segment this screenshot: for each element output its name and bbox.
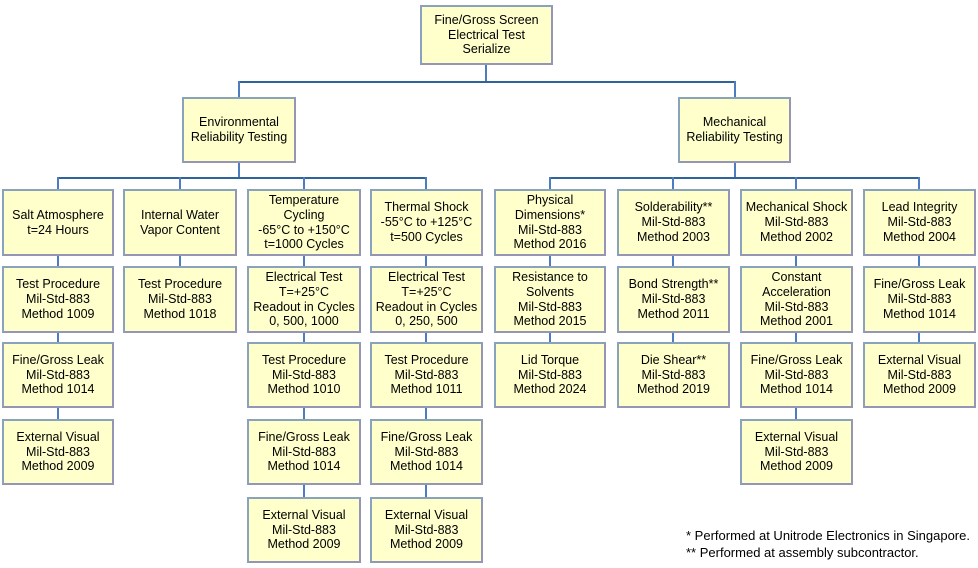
connector-stub [795, 333, 797, 342]
node-salt-atmosphere: Salt Atmosphere t=24 Hours [2, 189, 114, 256]
footnote-singapore: * Performed at Unitrode Electronics in S… [686, 528, 970, 543]
connector-stub [672, 333, 674, 342]
node-environmental-reliability-testing: Environmental Reliability Testing [182, 97, 296, 163]
node-mechanical-reliability-testing: Mechanical Reliability Testing [678, 97, 791, 163]
node-fine-gross-leak-1014: Fine/Gross Leak Mil-Std-883 Method 1014 [863, 266, 976, 333]
connector-stub [425, 408, 427, 419]
connector-stub [425, 256, 427, 266]
node-electrical-test-cycles-500: Electrical Test T=+25°C Readout in Cycle… [370, 266, 483, 333]
connector-env-bus-drop [179, 177, 181, 189]
node-solderability-2003: Solderability** Mil-Std-883 Method 2003 [617, 189, 730, 256]
connector-mech-bus-drop [918, 177, 920, 189]
connector-env-bus-drop [57, 177, 59, 189]
node-external-visual-2009: External Visual Mil-Std-883 Method 2009 [863, 342, 976, 408]
connector-stub [57, 408, 59, 419]
node-test-procedure-1009: Test Procedure Mil-Std-883 Method 1009 [2, 266, 114, 333]
node-external-visual-2009: External Visual Mil-Std-883 Method 2009 [247, 497, 361, 563]
node-thermal-shock: Thermal Shock -55°C to +125°C t=500 Cycl… [370, 189, 483, 256]
node-resistance-to-solvents-2015: Resistance to Solvents Mil-Std-883 Metho… [494, 266, 606, 333]
connector-top-bus [238, 81, 736, 83]
connector-stub [303, 256, 305, 266]
connector-env-bus [57, 177, 427, 179]
connector-mech-bus-drop [795, 177, 797, 189]
connector-stub [57, 333, 59, 342]
node-lid-torque-2024: Lid Torque Mil-Std-883 Method 2024 [494, 342, 606, 408]
connector-stub [179, 256, 181, 266]
node-electrical-test-cycles-1000: Electrical Test T=+25°C Readout in Cycle… [247, 266, 361, 333]
node-fine-gross-leak-1014: Fine/Gross Leak Mil-Std-883 Method 1014 [370, 419, 483, 485]
node-internal-water-vapor: Internal Water Vapor Content [123, 189, 237, 256]
connector-stub [303, 485, 305, 497]
connector-mech-bus-drop [672, 177, 674, 189]
connector-env-bus-drop [425, 177, 427, 189]
connector-stub [918, 256, 920, 266]
connector-stub [918, 333, 920, 342]
node-external-visual-2009: External Visual Mil-Std-883 Method 2009 [370, 497, 483, 563]
connector-stub [57, 256, 59, 266]
node-die-shear-2019: Die Shear** Mil-Std-883 Method 2019 [617, 342, 730, 408]
node-temperature-cycling: Temperature Cycling -65°C to +150°C t=10… [247, 189, 361, 256]
connector-root-stub [485, 65, 487, 81]
connector-env-bus-drop [303, 177, 305, 189]
node-test-procedure-1011: Test Procedure Mil-Std-883 Method 1011 [370, 342, 483, 408]
connector-stub [549, 333, 551, 342]
connector-stub [795, 256, 797, 266]
connector-stub [425, 485, 427, 497]
node-root-serialize: Fine/Gross Screen Electrical Test Serial… [420, 5, 553, 65]
node-fine-gross-leak-1014: Fine/Gross Leak Mil-Std-883 Method 1014 [2, 342, 114, 408]
connector-stub [303, 408, 305, 419]
node-fine-gross-leak-1014: Fine/Gross Leak Mil-Std-883 Method 1014 [740, 342, 853, 408]
node-external-visual-2009: External Visual Mil-Std-883 Method 2009 [740, 419, 853, 485]
connector-stub [549, 256, 551, 266]
node-fine-gross-leak-1014: Fine/Gross Leak Mil-Std-883 Method 1014 [247, 419, 361, 485]
connector-stub [672, 256, 674, 266]
node-bond-strength-2011: Bond Strength** Mil-Std-883 Method 2011 [617, 266, 730, 333]
connector-env-branch-stub [238, 163, 240, 177]
node-test-procedure-1010: Test Procedure Mil-Std-883 Method 1010 [247, 342, 361, 408]
node-external-visual-2009: External Visual Mil-Std-883 Method 2009 [2, 419, 114, 485]
connector-mech-branch-stub [734, 163, 736, 177]
node-lead-integrity-2004: Lead Integrity Mil-Std-883 Method 2004 [863, 189, 976, 256]
connector-mech-drop [734, 81, 736, 97]
connector-mech-bus-drop [549, 177, 551, 189]
connector-stub [303, 333, 305, 342]
node-test-procedure-1018: Test Procedure Mil-Std-883 Method 1018 [123, 266, 237, 333]
footnote-subcontractor: ** Performed at assembly subcontractor. [686, 545, 919, 560]
node-constant-acceleration-2001: Constant Acceleration Mil-Std-883 Method… [740, 266, 853, 333]
footnotes: * Performed at Unitrode Electronics in S… [686, 527, 970, 561]
connector-stub [425, 333, 427, 342]
connector-stub [795, 408, 797, 419]
connector-env-drop [238, 81, 240, 97]
node-mechanical-shock-2002: Mechanical Shock Mil-Std-883 Method 2002 [740, 189, 853, 256]
node-physical-dimensions-2016: Physical Dimensions* Mil-Std-883 Method … [494, 189, 606, 256]
connector-mech-bus [549, 177, 920, 179]
